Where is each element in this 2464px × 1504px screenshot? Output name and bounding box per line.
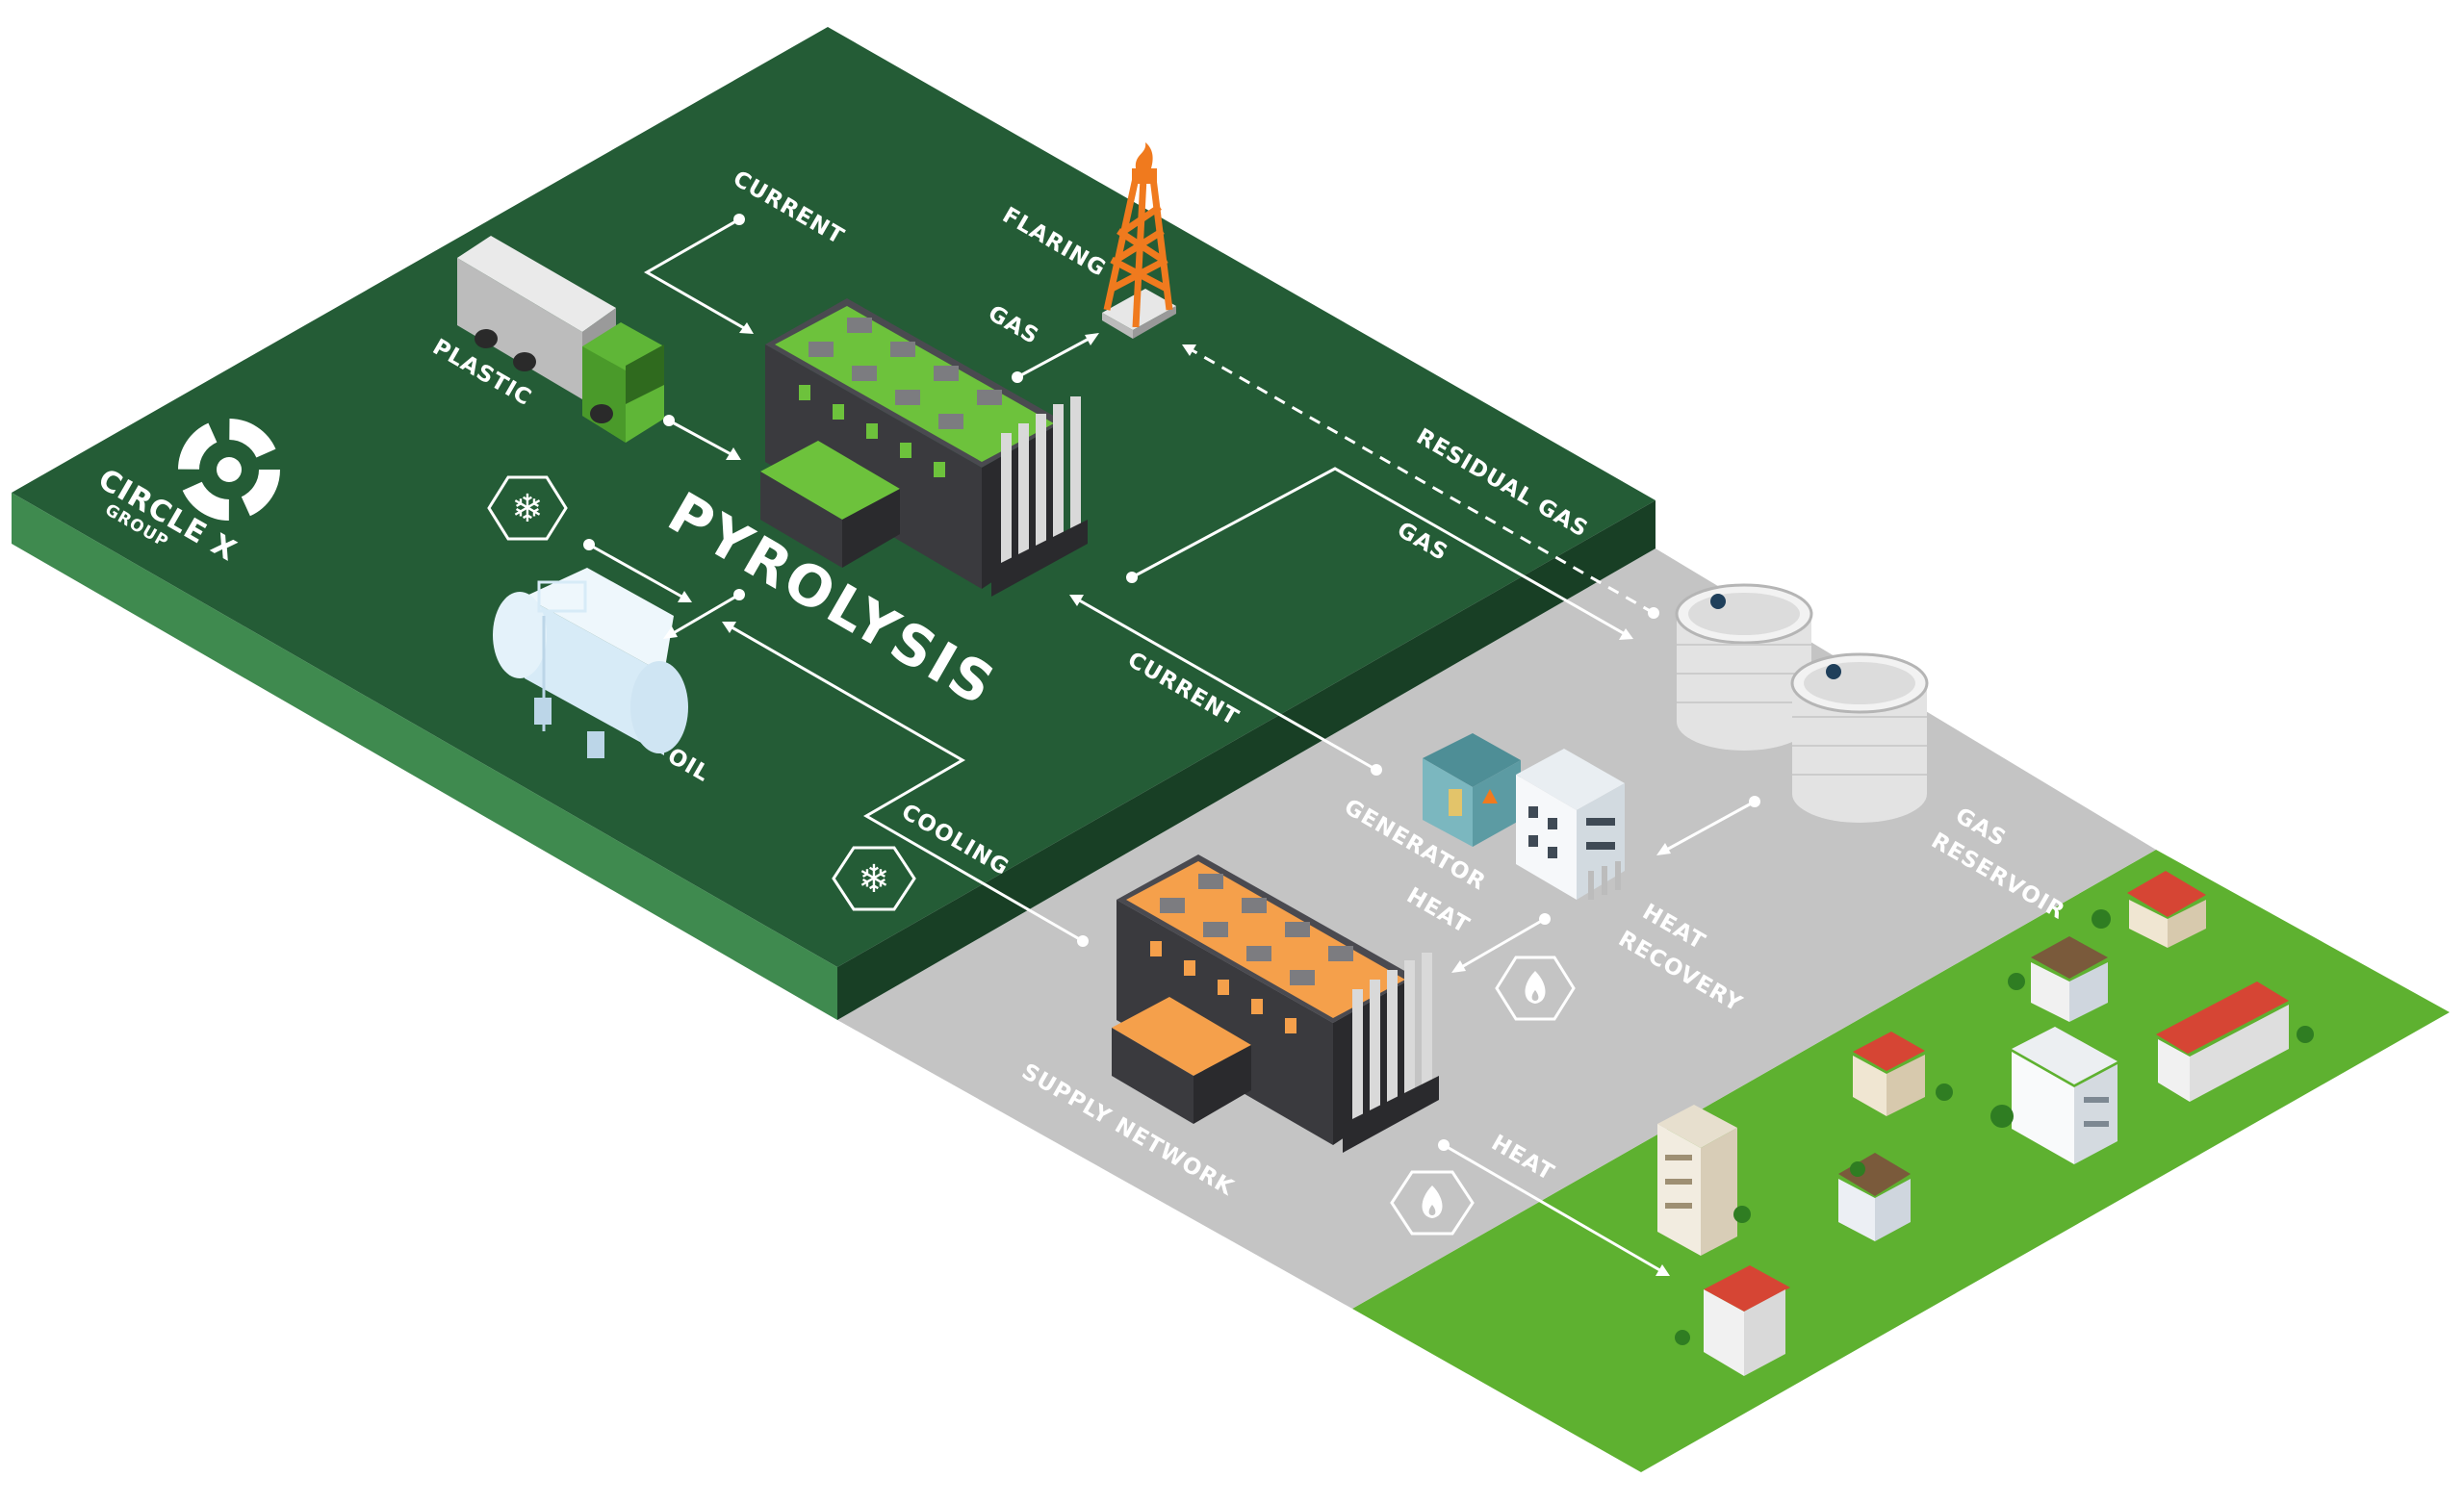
apartment-building (1657, 1105, 1737, 1256)
logo-mark-icon (178, 419, 280, 521)
gas-reservoir (1675, 583, 1929, 823)
house (2156, 981, 2289, 1102)
modern-building (2012, 1027, 2118, 1164)
plastic-truck (457, 236, 664, 443)
flare-tower (1102, 142, 1176, 339)
flame-icon (1525, 971, 1546, 1004)
house (1853, 1032, 1925, 1116)
snowflake-icon: ❄ (511, 487, 544, 531)
pyrolysis-plant (760, 298, 1088, 597)
zones (12, 27, 2450, 1472)
residential-houses (1657, 871, 2314, 1376)
snowflake-icon: ❄ (858, 857, 890, 902)
oil-tank (493, 568, 688, 758)
flame-icon (1422, 1185, 1443, 1218)
warning-icon (1482, 789, 1498, 803)
cooling-badge-bottom: ❄ (832, 846, 916, 911)
heat-badge-bottom (1390, 1170, 1475, 1236)
pyrolysis-zone-side (837, 500, 1656, 1020)
heat-recovery (1516, 749, 1625, 900)
flow-lines (583, 214, 1760, 1276)
pyrolysis-zone-front (12, 493, 837, 1020)
house (2031, 936, 2108, 1022)
flame-icon (1135, 142, 1153, 168)
heat-badge-top (1495, 956, 1576, 1021)
house (1704, 1265, 1790, 1376)
residential-zone (1352, 850, 2450, 1472)
cooling-badge-top: ❄ (487, 475, 568, 541)
generator (1423, 733, 1521, 847)
supply-network-plant (1112, 854, 1439, 1153)
house (2127, 871, 2206, 948)
